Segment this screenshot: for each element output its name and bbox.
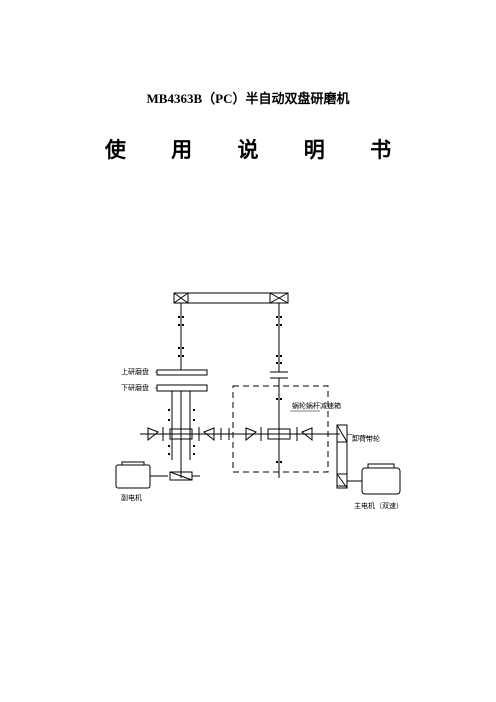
label-leaders — [155, 371, 373, 439]
right-shaft — [270, 303, 288, 478]
label-upper-disc: 上研磨盘 — [121, 367, 149, 376]
label-gearbox: 蜗轮蜗杆减速箱 — [292, 401, 341, 410]
main-motor — [347, 463, 401, 495]
label-main-motor: 主电机（双速） — [354, 501, 403, 510]
unloading-pulley — [336, 424, 348, 489]
upper-disc — [156, 369, 208, 376]
label-pulley: 卸荷带轮 — [352, 434, 380, 443]
top-beam — [173, 292, 289, 304]
label-lower-disc: 下研磨盘 — [121, 383, 149, 392]
left-worm-gear — [140, 427, 230, 442]
gearbox-enclosure — [229, 385, 340, 473]
document-title: MB4363B（PC）半自动双盘研磨机 — [146, 91, 350, 106]
label-sub-motor: 副电机 — [121, 493, 142, 502]
left-shaft — [178, 303, 184, 370]
sub-motor — [115, 461, 200, 489]
document-subtitle: 使 用 说 明 书 — [104, 138, 411, 162]
